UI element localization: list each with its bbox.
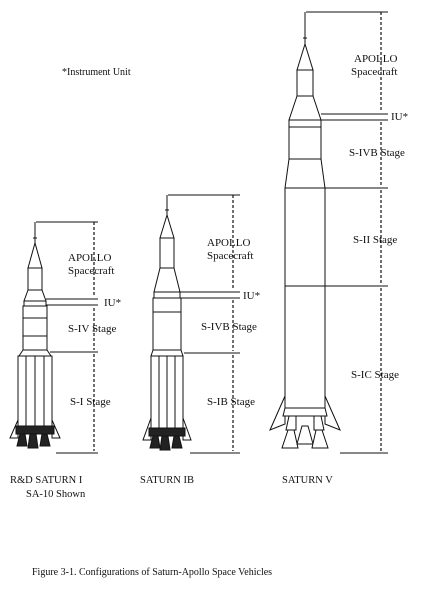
saturn-v-middle-stage-label: S-II Stage xyxy=(353,234,397,246)
saturn-ib-upper-stage-label: S-IVB Stage xyxy=(201,321,257,333)
saturn-i-upper-stage-label: S-IV Stage xyxy=(68,323,116,335)
saturn-i-iu-label: IU* xyxy=(104,297,121,309)
saturn-ib-labels: APOLLO Spacecraft IU* S-IVB Stage S-IB S… xyxy=(201,237,260,408)
saturn-ib-title: SATURN IB xyxy=(140,475,194,486)
saturn-i-title: R&D SATURN I xyxy=(10,475,83,486)
saturn-v-labels: APOLLO Spacecraft IU* S-IVB Stage S-II S… xyxy=(349,53,408,381)
saturn-v-upper-stage-label: S-IVB Stage xyxy=(349,147,405,159)
saturn-i-spacecraft-label: Spacecraft xyxy=(68,265,114,277)
saturn-ib-apollo-label: APOLLO xyxy=(207,237,250,249)
saturn-ib-dimensions xyxy=(168,194,240,454)
saturn-v-title: SATURN V xyxy=(282,475,333,486)
saturn-i-rocket xyxy=(9,222,61,449)
instrument-unit-note: *Instrument Unit xyxy=(62,67,131,78)
saturn-v-spacecraft-label: Spacecraft xyxy=(351,66,397,78)
saturn-i-dimensions xyxy=(36,221,98,454)
saturn-ib-iu-label: IU* xyxy=(243,290,260,302)
saturn-v-apollo-label: APOLLO xyxy=(354,53,397,65)
saturn-i-apollo-label: APOLLO xyxy=(68,252,111,264)
saturn-v-lower-stage-label: S-IC Stage xyxy=(351,369,399,381)
figure-caption: Figure 3-1. Configurations of Saturn-Apo… xyxy=(32,567,272,578)
saturn-i-lower-stage-label: S-I Stage xyxy=(70,396,111,408)
saturn-v-iu-label: IU* xyxy=(391,111,408,123)
saturn-i-subtitle: SA-10 Shown xyxy=(26,489,86,500)
saturn-ib-spacecraft-label: Spacecraft xyxy=(207,250,253,262)
saturn-v-dimensions xyxy=(306,11,388,454)
saturn-ib-lower-stage-label: S-IB Stage xyxy=(207,396,255,408)
saturn-v-rocket xyxy=(269,12,341,449)
saturn-i-labels: APOLLO Spacecraft IU* S-IV Stage S-I Sta… xyxy=(68,252,121,408)
saturn-ib-rocket xyxy=(142,195,192,451)
